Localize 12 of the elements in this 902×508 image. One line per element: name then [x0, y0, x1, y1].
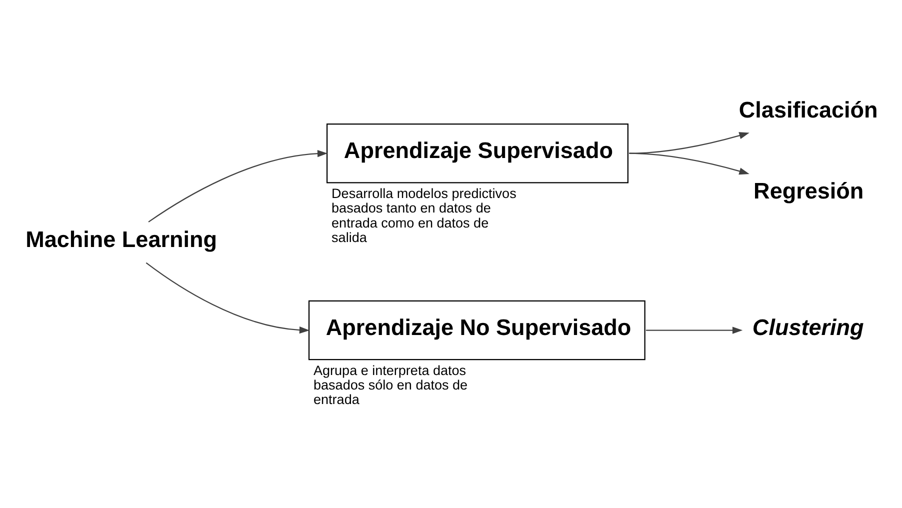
node-label: Desarrolla modelos predictivos basados tanto en datos de entrada como en datos de salida	[332, 185, 516, 244]
arrow	[148, 150, 328, 222]
node-box: Aprendizaje Supervisado	[326, 123, 628, 183]
arrow	[629, 152, 750, 174]
node-box: Aprendizaje No Supervisado	[308, 300, 646, 360]
node-text: Regresión	[754, 178, 864, 203]
node-label: Agrupa e interpreta datos basados sólo en datos de entrada	[314, 362, 468, 407]
arrow	[646, 326, 743, 334]
node-text: Machine Learning	[26, 226, 218, 252]
arrow	[146, 262, 310, 334]
node-text: Clustering	[752, 314, 864, 340]
node-text: Clasificación	[738, 96, 878, 122]
